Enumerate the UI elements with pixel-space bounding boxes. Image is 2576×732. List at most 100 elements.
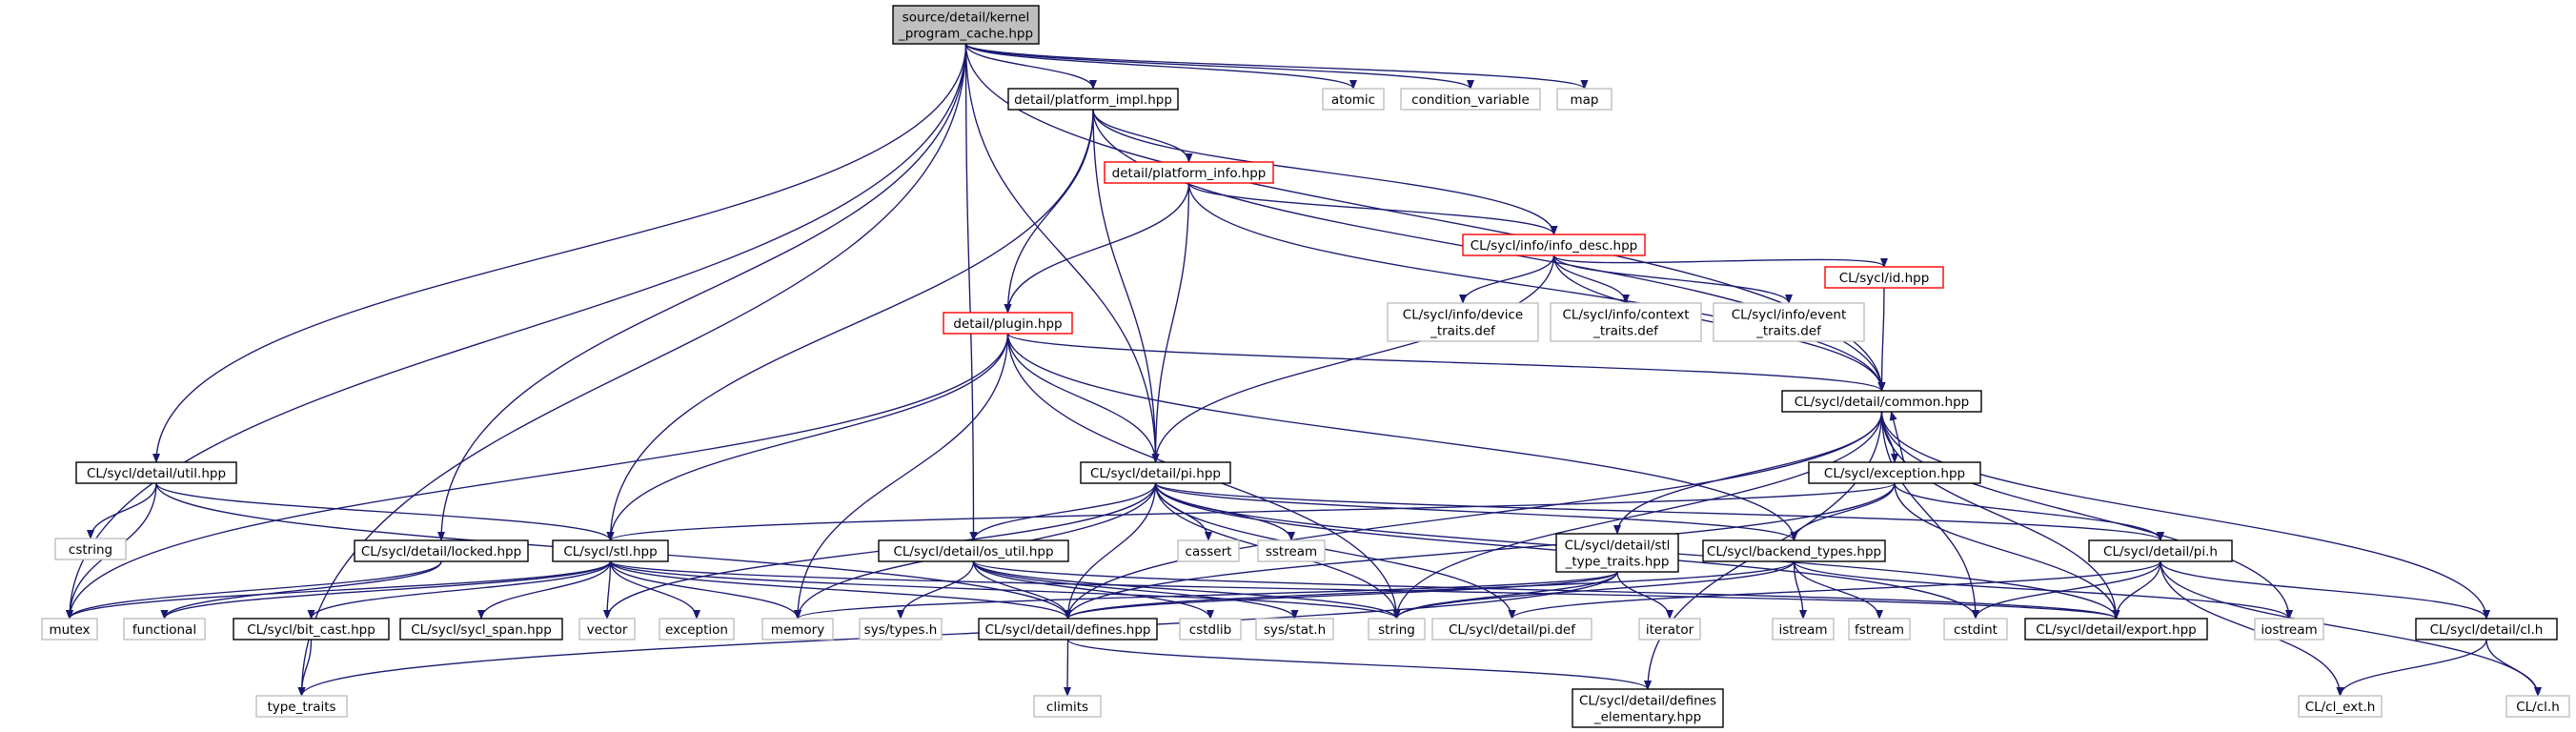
node-stl[interactable]: CL/sycl/stl.hpp xyxy=(552,539,669,562)
edge-root-to-os_util xyxy=(964,43,978,541)
node-label: CL/cl_ext.h xyxy=(2305,700,2376,715)
edge-stl_type_traits-to-iterator xyxy=(1616,571,1673,620)
node-box xyxy=(859,618,943,640)
node-platform-impl[interactable]: detail/platform_impl.hpp xyxy=(1007,88,1179,111)
edge-stl-to-defines xyxy=(609,560,1072,620)
node-exception[interactable]: CL/sycl/exception.hpp xyxy=(1808,461,1981,484)
edge-common-to-iostream xyxy=(1880,411,2293,620)
node-box xyxy=(1033,695,1102,718)
edge-stl-to-functional xyxy=(160,560,612,620)
node-defines[interactable]: CL/sycl/detail/defines.hpp xyxy=(978,618,1158,640)
node-bit-cast[interactable]: CL/sycl/bit_cast.hpp xyxy=(233,618,390,640)
node-vector: vector xyxy=(578,618,636,640)
node-box xyxy=(1772,618,1835,640)
node-label: CL/sycl/detail/defines.hpp xyxy=(985,622,1151,638)
node-locked[interactable]: CL/sycl/detail/locked.hpp xyxy=(354,539,529,562)
edge-root-to-locked xyxy=(437,43,967,541)
node-stl-type-traits[interactable]: CL/sycl/detail/stl_type_traits.hpp xyxy=(1555,533,1679,573)
node-box xyxy=(659,618,735,640)
edge-os_util-to-defines xyxy=(972,560,1072,620)
node-label: detail/platform_info.hpp xyxy=(1112,166,1267,181)
edge-root-to-type_traits xyxy=(297,43,967,697)
node-box xyxy=(1387,302,1539,342)
node-cassert: cassert xyxy=(1177,539,1240,562)
node-label: CL/sycl/stl.hpp xyxy=(563,544,657,559)
node-label: CL/sycl/detail/pi.def xyxy=(1449,622,1576,638)
node-cstdlib: cstdlib xyxy=(1179,618,1242,640)
node-label: CL/sycl/detail/cl.h xyxy=(2430,622,2544,638)
edge-os_util-to-string xyxy=(972,560,1401,620)
node-pi-def: CL/sycl/detail/pi.def xyxy=(1431,618,1592,640)
node-label: iostream xyxy=(2261,622,2317,638)
edge-stl_type_traits-to-defines xyxy=(1064,571,1618,620)
edge-pi_hpp-to-os_util xyxy=(969,482,1157,541)
edge-stl-to-bit_cast xyxy=(307,560,612,620)
node-info-desc[interactable]: CL/sycl/info/info_desc.hpp xyxy=(1462,234,1646,256)
node-label: sys/stat.h xyxy=(1264,622,1326,638)
node-label: cstdint xyxy=(1954,622,1998,638)
node-common[interactable]: CL/sycl/detail/common.hpp xyxy=(1781,390,1982,413)
edge-info_desc-to-device_traits xyxy=(1459,254,1555,304)
node-condvar: condition_variable xyxy=(1400,88,1541,111)
node-label: CL/sycl/exception.hpp xyxy=(1824,466,1965,481)
node-id-hpp[interactable]: CL/sycl/id.hpp xyxy=(1824,266,1944,289)
node-iterator: iterator xyxy=(1638,618,1701,640)
node-pi-h[interactable]: CL/sycl/detail/pi.h xyxy=(2088,539,2233,562)
node-label: CL/sycl/id.hpp xyxy=(1839,271,1930,286)
edge-root-to-util xyxy=(152,43,967,463)
dependency-nodes: source/detail/kernel_program_cache.hppde… xyxy=(41,5,2570,728)
node-platform-info[interactable]: detail/platform_info.hpp xyxy=(1104,161,1274,184)
edge-os_util-to-sys_types xyxy=(897,560,975,620)
node-box xyxy=(1177,539,1240,562)
node-box xyxy=(943,312,1073,335)
node-label: CL/sycl/sycl_span.hpp xyxy=(411,622,552,638)
node-label: detail/platform_impl.hpp xyxy=(1014,92,1172,108)
edge-pi_h-to-cl_ext xyxy=(2160,560,2344,697)
node-plugin[interactable]: detail/plugin.hpp xyxy=(943,312,1073,335)
edge-defines-to-climits xyxy=(1064,639,1072,697)
edge-platform_info-to-info_desc xyxy=(1187,182,1558,235)
node-box xyxy=(578,618,636,640)
node-sys-stat: sys/stat.h xyxy=(1255,618,1334,640)
node-os-util[interactable]: CL/sycl/detail/os_util.hpp xyxy=(878,539,1069,562)
edge-stl-to-mutex xyxy=(66,560,612,620)
node-box xyxy=(761,618,834,640)
node-label: mutex xyxy=(49,622,90,638)
node-label: CL/sycl/info/device xyxy=(1403,308,1523,323)
edge-pi_hpp-to-backend_types xyxy=(1154,482,1798,541)
node-iostream: iostream xyxy=(2254,618,2324,640)
node-label: _traits.def xyxy=(1592,324,1659,339)
node-util[interactable]: CL/sycl/detail/util.hpp xyxy=(75,461,237,484)
node-label: string xyxy=(1378,622,1415,638)
node-label: CL/sycl/info/context xyxy=(1563,308,1690,323)
edge-util-to-cstring xyxy=(87,482,157,539)
node-sycl-span[interactable]: CL/sycl/sycl_span.hpp xyxy=(399,618,563,640)
node-label: CL/sycl/info/event xyxy=(1732,308,1847,323)
node-box xyxy=(1080,461,1231,484)
node-label: cassert xyxy=(1186,544,1232,559)
node-export[interactable]: CL/sycl/detail/export.hpp xyxy=(2024,618,2208,640)
edge-root-to-mutex xyxy=(66,43,967,620)
edge-os_util-to-sys_stat xyxy=(972,560,1299,620)
edge-plugin-to-stl xyxy=(606,333,1009,541)
node-defines-elem[interactable]: CL/sycl/detail/defines_elementary.hpp xyxy=(1572,688,1724,728)
node-pi-hpp[interactable]: CL/sycl/detail/pi.hpp xyxy=(1080,461,1231,484)
edge-platform_impl-to-platform_info xyxy=(1092,109,1193,163)
node-label: CL/sycl/detail/export.hpp xyxy=(2036,622,2196,638)
node-cl-hpp[interactable]: CL/sycl/detail/cl.h xyxy=(2415,618,2558,640)
node-device-traits: CL/sycl/info/device_traits.def xyxy=(1387,302,1539,342)
edge-root-to-condvar xyxy=(964,43,1474,90)
edge-stl-to-memory xyxy=(609,560,801,620)
node-backend-types[interactable]: CL/sycl/backend_types.hpp xyxy=(1702,539,1886,562)
edge-root-to-map xyxy=(964,43,1589,90)
node-sstream: sstream xyxy=(1257,539,1326,562)
node-label: CL/sycl/info/info_desc.hpp xyxy=(1471,238,1638,254)
edge-plugin-to-mutex xyxy=(66,333,1009,620)
edge-platform_info-to-pi_hpp xyxy=(1151,182,1190,463)
node-root[interactable]: source/detail/kernel_program_cache.hpp xyxy=(892,5,1040,45)
edge-pi_h-to-export xyxy=(2112,560,2161,620)
edge-common-to-export xyxy=(1880,411,2120,620)
node-label: fstream xyxy=(1855,622,1904,638)
edge-plugin-to-backend_types xyxy=(1006,333,1798,541)
